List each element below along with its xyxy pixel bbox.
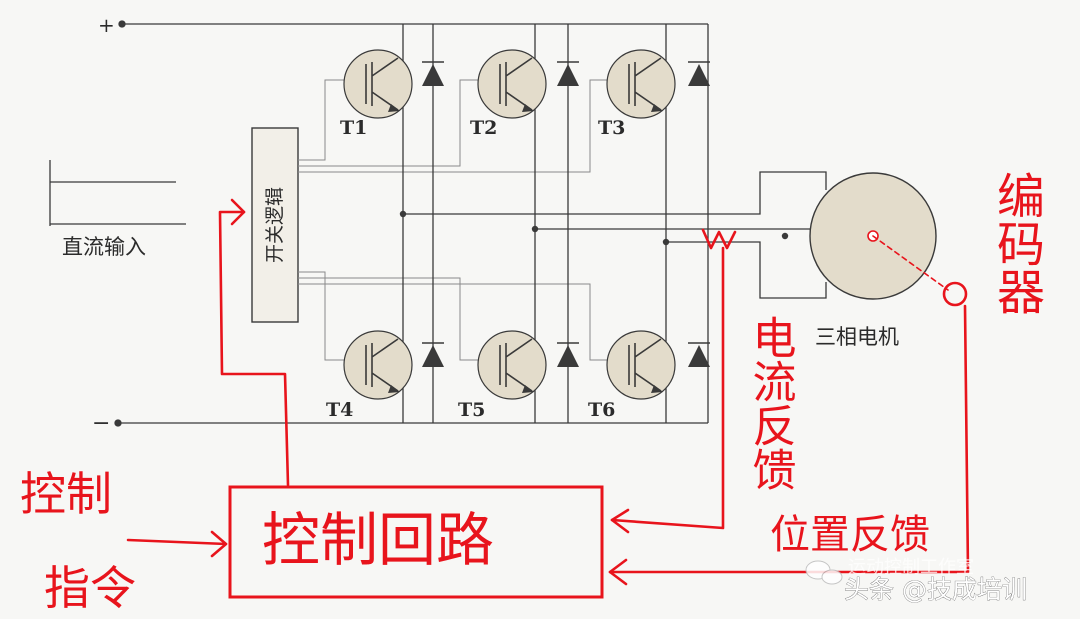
diode-d6 (688, 342, 710, 367)
watermark-logo-icon (805, 560, 843, 585)
transistor-t2-label: T2 (470, 117, 497, 139)
transistor-t5-label: T5 (458, 399, 485, 421)
position-feedback-label: 位置反馈 (770, 512, 930, 558)
watermark-source-text: 运动控制工作室 (848, 557, 974, 578)
diode-d5 (557, 342, 579, 367)
transistor-t3-label: T3 (598, 117, 625, 139)
control-loop-box (228, 485, 604, 599)
junction-dots (399, 210, 789, 246)
transistor-t3 (606, 49, 676, 119)
control-command-line2: 指令 (44, 561, 136, 615)
transistor-t1 (343, 49, 413, 119)
watermark-platform-text: 头条 @技成培训 (844, 575, 1027, 604)
encoder-label: 编码器 (988, 171, 1044, 315)
dc-bus (114, 20, 708, 427)
motor-label: 三相电机 (815, 325, 899, 349)
gate-wires (298, 79, 617, 361)
transistor-t6-label: T6 (588, 399, 615, 421)
diode-d2 (557, 61, 579, 86)
dc-input-label: 直流输入 (62, 235, 146, 259)
current-feedback-label: 电流反馈 (745, 315, 796, 491)
control-command-line1: 控制 (20, 467, 112, 521)
diode-d4 (422, 342, 444, 367)
minus-terminal-label: − (92, 411, 110, 436)
watermark: 运动控制工作室 头条 @技成培训 (805, 557, 1027, 604)
control-loop-label: 控制回路 (262, 506, 494, 574)
switch-logic-block (251, 127, 299, 323)
diode-d3 (688, 61, 710, 86)
diode-d1 (422, 61, 444, 86)
dc-input-symbol (49, 160, 186, 226)
transistor-t2 (477, 49, 547, 119)
transistor-t4 (343, 330, 413, 400)
transistor-t1-label: T1 (340, 117, 367, 139)
switch-logic-label: 开关逻辑 (264, 187, 286, 263)
transistor-t4-label: T4 (326, 399, 353, 421)
plus-terminal-label: + (98, 13, 115, 37)
transistor-t6 (606, 330, 676, 400)
transistor-t5 (477, 330, 547, 400)
annotation-strokes (126, 198, 970, 586)
